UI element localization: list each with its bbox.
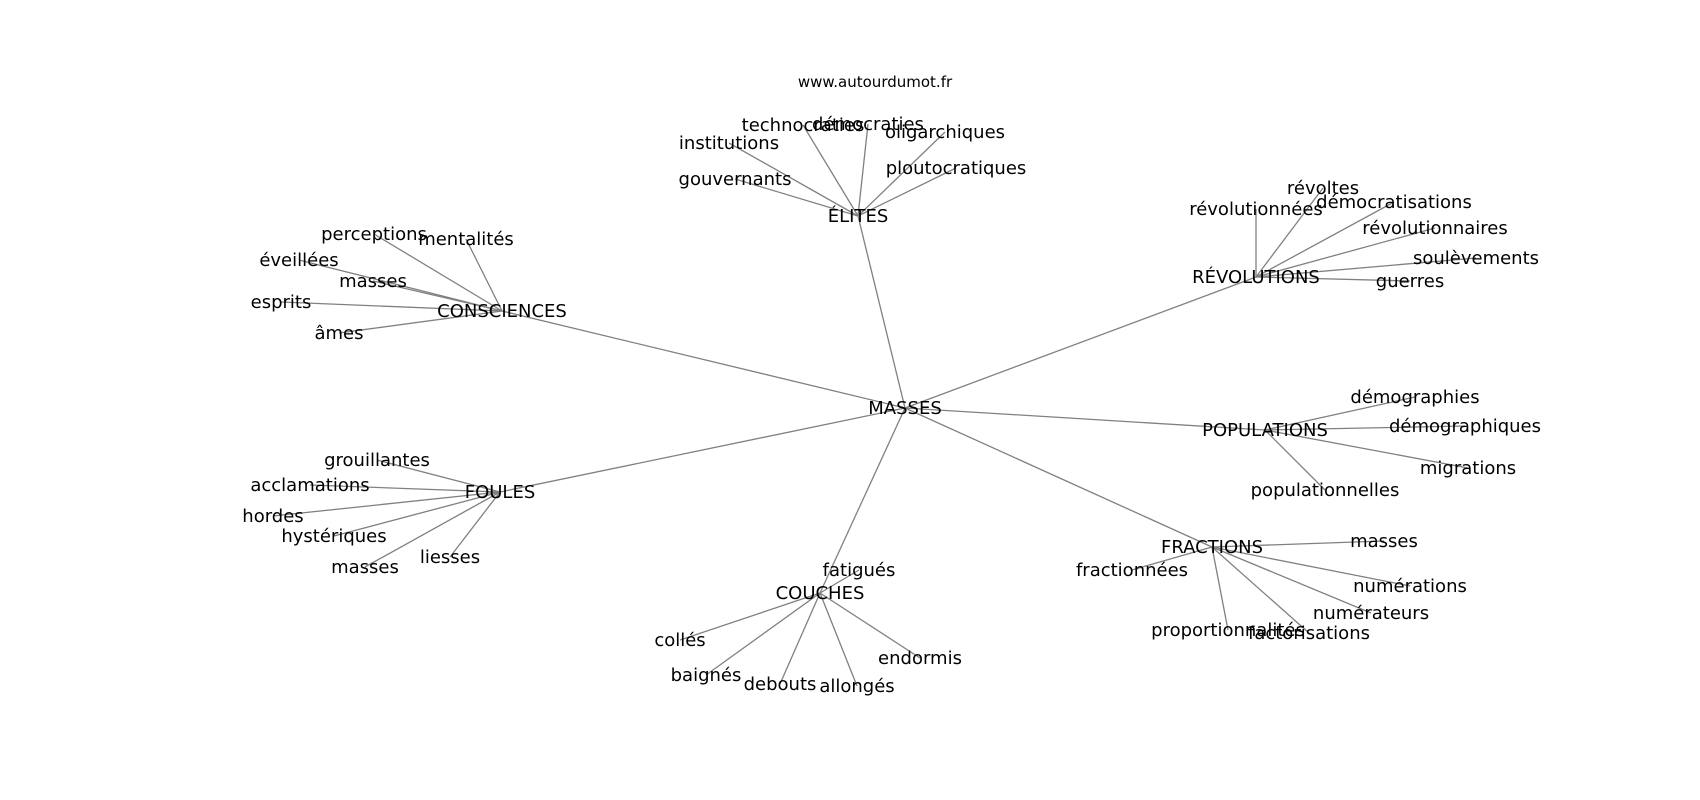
hub-leaf-edge	[679, 592, 821, 641]
hub-leaf-edge	[1255, 201, 1395, 278]
leaf-node-label: acclamations	[250, 475, 369, 496]
leaf-node-label: fatigués	[823, 560, 896, 581]
leaf-node-label: numérations	[1353, 576, 1467, 597]
leaf-node-label: fractionnées	[1076, 560, 1188, 581]
hub-leaf-edge	[857, 131, 946, 217]
hub-node-label: POPULATIONS	[1202, 420, 1328, 441]
leaf-node-label: révolutionnées	[1189, 199, 1323, 220]
leaf-node-label: technocraties	[742, 115, 865, 136]
leaf-node-label: révolutionnaires	[1362, 218, 1508, 239]
center-hub-edge	[819, 407, 906, 594]
hub-leaf-edge	[1264, 429, 1469, 469]
leaf-node-label: révoltes	[1287, 178, 1359, 199]
leaf-node-label: migrations	[1420, 458, 1516, 479]
leaf-node-label: collés	[654, 630, 705, 651]
leaf-node-label: démographiques	[1389, 416, 1541, 437]
hub-leaf-edge	[309, 484, 501, 493]
leaf-node-label: mentalités	[418, 229, 514, 250]
leaf-node-label: grouillantes	[324, 450, 430, 471]
leaf-node-label: allongés	[819, 676, 894, 697]
leaf-node-label: éveillées	[259, 250, 338, 271]
hub-leaf-edge	[1211, 546, 1411, 587]
hub-leaf-edge	[449, 491, 501, 558]
hub-leaf-edge	[272, 491, 501, 517]
hub-leaf-edge	[465, 238, 503, 312]
hub-leaf-edge	[819, 592, 921, 659]
leaf-node-label: démocratisations	[1316, 192, 1472, 213]
leaf-node-label: numérateurs	[1313, 603, 1429, 624]
hub-leaf-edge	[333, 491, 501, 537]
edges	[272, 123, 1477, 687]
leaf-node-label: proportionnalités	[1151, 620, 1305, 641]
leaf-node-label: masses	[1350, 531, 1418, 552]
leaf-node-label: liesses	[420, 547, 480, 568]
leaf-node-label: masses	[339, 271, 407, 292]
leaf-node-label: âmes	[314, 323, 363, 344]
leaf-node-label: gouvernants	[679, 169, 792, 190]
hub-leaf-edge	[734, 178, 859, 217]
hub-leaf-edge	[1211, 546, 1229, 631]
hub-leaf-edge	[1211, 546, 1310, 634]
leaf-node-label: masses	[331, 557, 399, 578]
leaf-node-label: démocraties	[812, 114, 924, 135]
hub-leaf-edge	[1255, 276, 1411, 282]
hub-leaf-edge	[1211, 546, 1372, 614]
hub-node-label: COUCHES	[776, 583, 865, 604]
hub-leaf-edge	[779, 592, 821, 685]
hub-leaf-edge	[372, 280, 503, 312]
hub-leaf-edge	[1211, 540, 1385, 548]
hub-leaf-edge	[338, 310, 503, 334]
hub-leaf-edge	[857, 123, 869, 217]
leaf-node-label: populationnelles	[1251, 480, 1400, 501]
leaf-node-label: baignés	[671, 665, 742, 686]
leaf-node-label: hordes	[242, 506, 303, 527]
hub-leaf-edge	[376, 459, 501, 493]
center-hub-edge	[904, 407, 1213, 548]
leaf-node-label: factorisations	[1248, 623, 1370, 644]
hub-node-label: CONSCIENCES	[437, 301, 567, 322]
hub-leaf-edge	[819, 592, 858, 687]
hub-node-label: RÉVOLUTIONS	[1192, 266, 1320, 288]
leaf-node-label: esprits	[251, 292, 312, 313]
hub-node-label: ÉLITES	[828, 205, 889, 227]
hub-leaf-edge	[705, 592, 821, 676]
center-node-label: MASSES	[868, 398, 942, 419]
hub-leaf-edge	[373, 233, 503, 312]
leaf-node-label: soulèvements	[1413, 248, 1539, 269]
hub-leaf-edge	[1264, 429, 1326, 491]
center-hub-edge	[501, 310, 906, 409]
hub-leaf-edge	[1264, 396, 1416, 431]
site-credit: www.autourdumot.fr	[798, 73, 953, 91]
hub-leaf-edge	[728, 142, 859, 217]
hub-leaf-edge	[1131, 546, 1213, 571]
center-hub-edge	[499, 407, 906, 493]
hub-node-label: FOULES	[465, 482, 536, 503]
hub-leaf-edge	[819, 569, 860, 594]
hub-leaf-edge	[1255, 257, 1477, 278]
leaf-node-label: perceptions	[321, 224, 427, 245]
leaf-node-label: guerres	[1376, 271, 1444, 292]
center-hub-edge	[904, 276, 1257, 409]
hub-leaf-edge	[1264, 425, 1466, 431]
leaf-node-label: institutions	[679, 133, 779, 154]
hub-leaf-edge	[1255, 227, 1436, 278]
leaf-node-label: endormis	[878, 648, 962, 669]
hub-leaf-edge	[280, 301, 503, 312]
center-hub-edge	[904, 407, 1266, 431]
hub-leaf-edge	[857, 167, 957, 217]
hub-node-label: FRACTIONS	[1161, 537, 1263, 558]
hub-leaf-edge	[364, 491, 501, 568]
leaf-node-label: ploutocratiques	[886, 158, 1027, 179]
leaf-node-label: démographies	[1350, 387, 1479, 408]
center-hub-edge	[857, 215, 906, 409]
hub-leaf-edge	[1255, 187, 1324, 278]
leaf-node-label: oligarchiques	[885, 122, 1005, 143]
leaf-node-label: debouts	[744, 674, 817, 695]
leaf-node-label: hystériques	[281, 526, 386, 547]
hub-leaf-edge	[802, 124, 859, 217]
